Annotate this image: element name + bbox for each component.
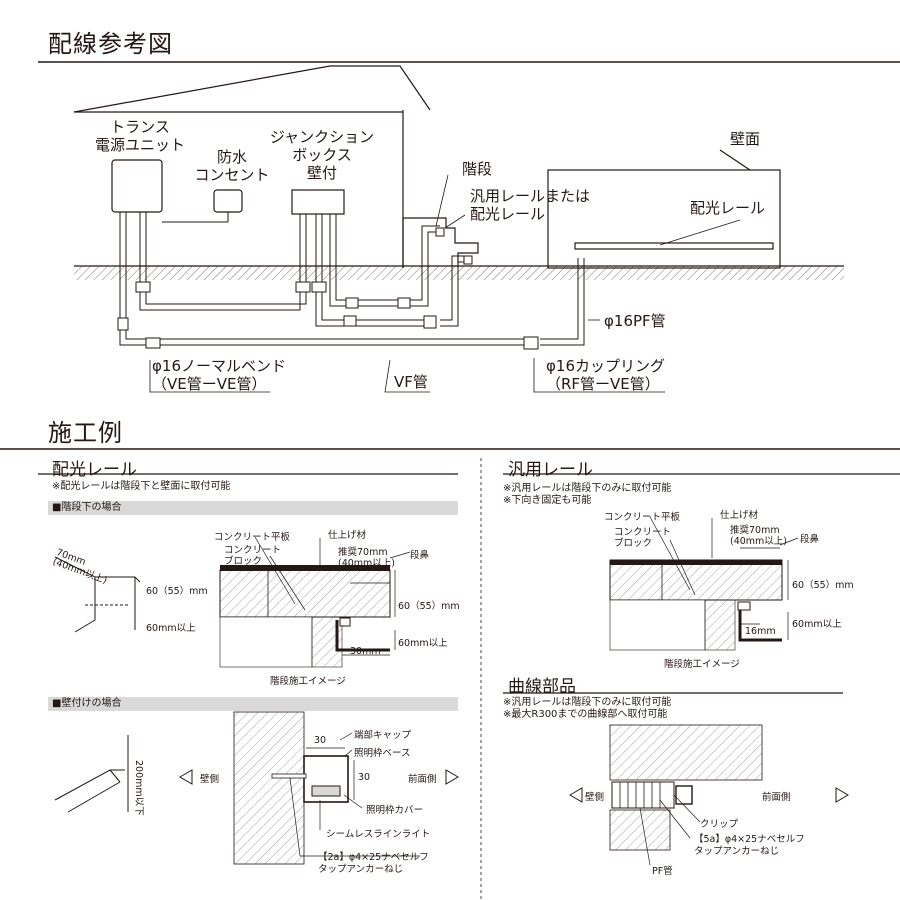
- curve-section: [569, 724, 849, 866]
- stair-section-2: [609, 516, 799, 651]
- nosing-1: 段鼻: [410, 550, 430, 561]
- wiring-leaders: [149, 174, 741, 393]
- outlet-label: 防水コンセント: [194, 148, 270, 184]
- light-rail-label: 配光レール: [690, 199, 766, 217]
- screw-label-1: 【2a】φ4×25ナベセルフタップアンカーねじ: [318, 852, 429, 875]
- nosing-2: 段鼻: [800, 534, 820, 545]
- concrete-slab-2: コンクリート平板: [604, 512, 681, 523]
- curve-notes: ※汎用レールは階段下のみに取付可能※最大R300までの曲線部へ取付可能: [503, 697, 672, 720]
- caption-1: 階段施工イメージ: [270, 676, 346, 687]
- front-side-1: 前面側: [408, 774, 437, 785]
- vf-pipe-label: VF管: [394, 373, 428, 391]
- cover-label: 照明枠カバー: [366, 805, 424, 816]
- light-rail-title: 配光レール: [52, 460, 137, 480]
- transformer-label: トランス電源ユニット: [94, 118, 185, 154]
- iso-stairs: [54, 556, 141, 633]
- boxes: [111, 159, 345, 215]
- concrete-block-1: コンクリートブロック: [224, 545, 282, 567]
- dim-60min-2: 60mm以上: [792, 619, 842, 630]
- examples-title: 施工例: [48, 419, 123, 447]
- wall-section: [179, 711, 459, 865]
- normal-bend-label: φ16ノーマルベンド（VE管ーVE管）: [152, 357, 286, 393]
- dim-30-1: 30mm: [350, 646, 381, 657]
- curve-title: 曲線部品: [508, 677, 576, 697]
- pf-pipe-label: φ16PF管: [604, 312, 666, 330]
- pipes: [119, 212, 585, 346]
- dim-16: 16mm: [745, 626, 776, 637]
- concrete-slab-1: コンクリート平板: [214, 532, 291, 543]
- wiring-title: 配線参考図: [48, 30, 173, 58]
- junction-label: ジャンクションボックス壁付: [269, 128, 375, 182]
- caption-2: 階段施工イメージ: [664, 659, 740, 670]
- dim-60min-1: 60mm以上: [398, 638, 448, 649]
- dim-60-2: 60（55）mm: [792, 580, 854, 591]
- wall-band: ■壁付けの場合: [48, 697, 458, 711]
- base-label: 照明枠ベース: [354, 748, 411, 759]
- dim-30a: 30: [314, 735, 327, 746]
- seamless-label: シームレスラインライト: [326, 829, 431, 840]
- clip-label: クリップ: [700, 819, 739, 830]
- front-side-2: 前面側: [762, 792, 791, 803]
- wall-side-1: 壁側: [200, 774, 220, 785]
- ground: [74, 266, 844, 280]
- wall-side-2: 壁側: [585, 792, 605, 803]
- stairs-label: 階段: [462, 160, 493, 178]
- end-cap-label: 端部キャップ: [354, 730, 412, 741]
- recommended-2: 推奨70mm(40mm以上): [730, 525, 788, 547]
- concrete-block-2: コンクリートブロック: [614, 527, 672, 549]
- stairs: [402, 217, 479, 268]
- under-stairs-band: ■階段下の場合: [48, 501, 458, 515]
- rail-choice-label: 汎用レールまたは配光レール: [470, 187, 591, 223]
- pf-label: PF管: [652, 866, 673, 877]
- dim-30b: 30: [358, 772, 371, 783]
- finish-1: 仕上げ材: [328, 530, 367, 541]
- recommended-1: 推奨70mm(40mm以上): [338, 547, 396, 569]
- iso-dim-60min: 60mm以上: [146, 623, 196, 634]
- general-rail-title: 汎用レール: [508, 460, 593, 480]
- dim-60-1: 60（55）mm: [398, 601, 460, 612]
- screw-label-2: 【5a】φ4×25ナベセルフタップアンカーねじ: [694, 834, 805, 857]
- coupling-label: φ16カップリング（RF管ーVE管）: [546, 357, 665, 393]
- finish-2: 仕上げ材: [720, 510, 759, 521]
- stair-section-1: [219, 536, 411, 668]
- light-rail-note: ※配光レールは階段下と壁面に取付可能: [52, 481, 231, 492]
- iso-dim-60: 60（55）mm: [146, 586, 208, 597]
- iso-dim-200: 200mm以下: [133, 760, 144, 816]
- wall-label: 壁面: [730, 130, 761, 148]
- couplings: [117, 227, 539, 350]
- general-rail-notes: ※汎用レールは階段下のみに取付可能※下向き固定も可能: [503, 483, 672, 506]
- iso-wall: [54, 735, 129, 813]
